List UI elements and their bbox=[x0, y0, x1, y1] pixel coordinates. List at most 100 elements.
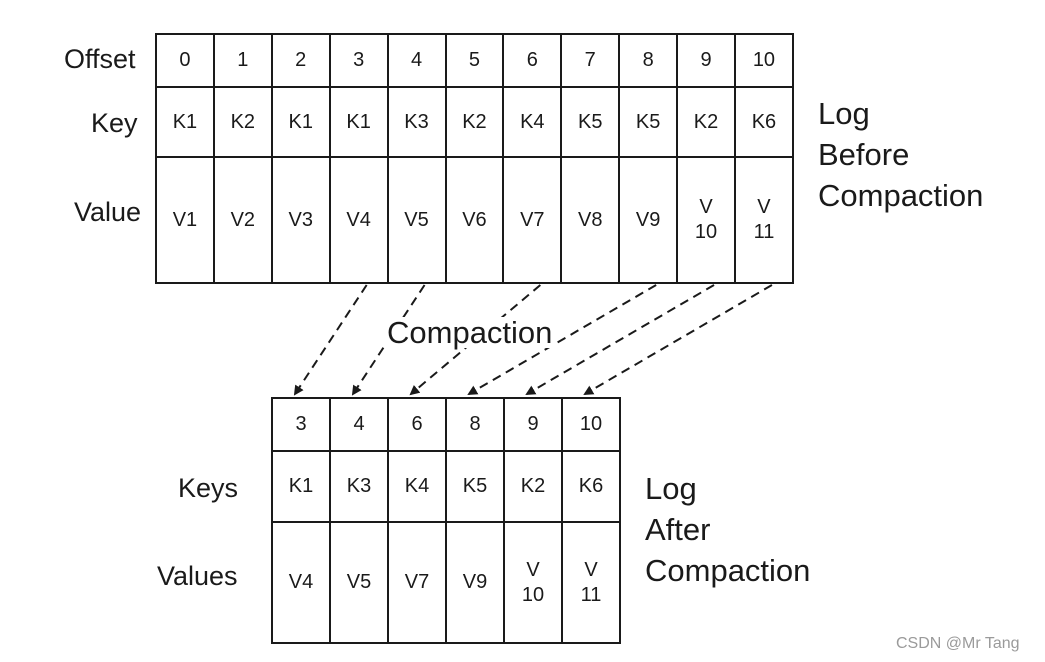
before-value-cell: V3 bbox=[272, 157, 330, 283]
before-row-border bbox=[156, 86, 794, 88]
after-value-cell-text: V 10 bbox=[521, 558, 545, 606]
before-value-cell-text: V9 bbox=[635, 208, 661, 231]
after-key-cell: K1 bbox=[272, 451, 330, 522]
before-value-cell-text: V4 bbox=[346, 208, 371, 231]
before-key-cell-text: K4 bbox=[520, 110, 545, 133]
before-offset-cell-text: 9 bbox=[700, 49, 712, 71]
after-value-cell-text: V5 bbox=[346, 571, 372, 593]
before-key-cell: K4 bbox=[503, 87, 561, 157]
before-col-border bbox=[502, 33, 505, 284]
after-key-cell: K4 bbox=[388, 451, 446, 522]
after-col-border bbox=[387, 397, 389, 644]
before-offset-cell-text: 7 bbox=[584, 49, 596, 71]
before-key-cell-text: K1 bbox=[172, 110, 198, 133]
after-key-cell: K5 bbox=[446, 451, 504, 522]
before-offset-cell-text: 6 bbox=[526, 49, 538, 71]
after-key-cell: K2 bbox=[504, 451, 562, 522]
before-col-border bbox=[212, 33, 215, 284]
before-value-cell-text: V 11 bbox=[753, 196, 775, 243]
log-after-caption: Log After Compaction bbox=[645, 471, 811, 589]
before-value-cell-text: V7 bbox=[520, 208, 545, 231]
before-col-border bbox=[155, 33, 157, 284]
before-row-border bbox=[156, 33, 794, 35]
before-value-cell-text: V5 bbox=[404, 208, 429, 231]
after-offset-cell-text: 10 bbox=[579, 413, 603, 435]
after-col-border bbox=[329, 397, 331, 644]
after-key-cell-text: K1 bbox=[288, 475, 314, 497]
before-offset-cell: 10 bbox=[735, 34, 793, 87]
before-key-cell: K2 bbox=[214, 87, 272, 157]
before-key-cell-text: K1 bbox=[346, 110, 371, 133]
before-offset-cell: 8 bbox=[619, 34, 677, 87]
before-key-cell: K3 bbox=[388, 87, 446, 157]
after-col-border bbox=[619, 397, 621, 644]
after-offset-cell-text: 9 bbox=[527, 413, 539, 435]
before-value-cell-text: V1 bbox=[172, 208, 198, 231]
value-row-label: Value bbox=[74, 197, 142, 227]
before-key-cell: K6 bbox=[735, 87, 793, 157]
before-offset-cell: 6 bbox=[503, 34, 561, 87]
after-value-cell-text: V9 bbox=[462, 571, 488, 593]
after-key-cell-text: K4 bbox=[404, 475, 430, 497]
after-col-border bbox=[445, 397, 447, 644]
before-key-cell: K1 bbox=[272, 87, 330, 157]
before-offset-cell-text: 1 bbox=[237, 49, 249, 71]
after-offset-cell-text: 8 bbox=[469, 413, 481, 435]
before-offset-cell-text: 4 bbox=[410, 49, 423, 71]
before-value-cell-text: V 10 bbox=[694, 196, 718, 243]
before-col-border bbox=[328, 33, 331, 284]
after-value-cell: V 10 bbox=[504, 522, 562, 643]
after-offset-cell: 10 bbox=[562, 398, 620, 451]
after-offset-cell: 9 bbox=[504, 398, 562, 451]
before-col-border bbox=[791, 33, 794, 284]
after-key-cell: K6 bbox=[562, 451, 620, 522]
before-offset-cell-text: 10 bbox=[752, 49, 776, 71]
before-col-border bbox=[444, 33, 447, 284]
after-offset-cell: 3 bbox=[272, 398, 330, 451]
before-value-cell: V5 bbox=[388, 157, 446, 283]
compaction-label: Compaction bbox=[385, 315, 555, 350]
after-key-cell-text: K5 bbox=[462, 475, 488, 497]
after-value-cell: V 11 bbox=[562, 522, 620, 643]
before-value-cell-text: V2 bbox=[230, 208, 256, 231]
after-key-cell-text: K2 bbox=[520, 475, 546, 497]
before-col-border bbox=[560, 33, 563, 284]
before-offset-cell-text: 2 bbox=[295, 49, 307, 71]
after-col-border bbox=[271, 397, 273, 644]
after-key-cell-text: K3 bbox=[346, 475, 372, 497]
before-key-cell: K2 bbox=[677, 87, 735, 157]
before-value-cell: V8 bbox=[561, 157, 619, 283]
before-key-cell: K1 bbox=[330, 87, 388, 157]
before-value-cell: V6 bbox=[446, 157, 504, 283]
before-offset-cell: 4 bbox=[388, 34, 446, 87]
before-key-cell: K1 bbox=[156, 87, 214, 157]
compaction-arrow bbox=[409, 284, 541, 396]
before-col-border bbox=[618, 33, 621, 284]
after-value-cell: V7 bbox=[388, 522, 446, 643]
after-offset-cell-text: 4 bbox=[353, 413, 365, 435]
compaction-arrow bbox=[293, 284, 368, 396]
before-offset-cell-text: 8 bbox=[642, 49, 654, 71]
before-value-cell-text: V8 bbox=[578, 208, 603, 231]
before-offset-cell-text: 3 bbox=[353, 49, 365, 71]
before-offset-cell: 5 bbox=[446, 34, 504, 87]
before-col-border bbox=[386, 33, 389, 284]
values-row-label: Values bbox=[157, 561, 238, 591]
after-key-cell: K3 bbox=[330, 451, 388, 522]
before-value-cell-text: V6 bbox=[462, 208, 487, 231]
after-col-border bbox=[561, 397, 563, 644]
before-key-cell-text: K2 bbox=[462, 110, 487, 133]
before-key-cell: K5 bbox=[619, 87, 677, 157]
before-col-border bbox=[676, 33, 679, 284]
before-value-cell: V2 bbox=[214, 157, 272, 283]
before-offset-cell-text: 0 bbox=[179, 49, 191, 71]
after-offset-cell: 6 bbox=[388, 398, 446, 451]
offset-row-label: Offset bbox=[64, 44, 136, 74]
before-key-cell: K2 bbox=[446, 87, 504, 157]
after-value-cell-text: V4 bbox=[288, 571, 314, 593]
before-value-cell: V 11 bbox=[735, 157, 793, 283]
before-offset-cell-text: 5 bbox=[468, 49, 480, 71]
before-value-cell: V7 bbox=[503, 157, 561, 283]
before-value-cell: V4 bbox=[330, 157, 388, 283]
